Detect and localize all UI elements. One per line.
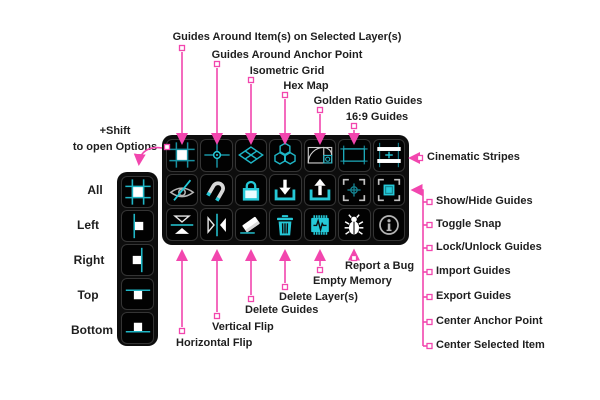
hex-map-icon bbox=[274, 142, 297, 166]
guides-right-icon bbox=[132, 247, 143, 273]
strip-label-right: Right bbox=[73, 253, 105, 267]
tool-empty-memory-button[interactable] bbox=[303, 208, 337, 241]
annotation-lock-unlock: Lock/Unlock Guides bbox=[436, 241, 542, 253]
tool-vertical-flip-button[interactable] bbox=[200, 208, 233, 241]
option-all-button[interactable] bbox=[121, 176, 154, 208]
annotation-show-hide: Show/Hide Guides bbox=[436, 195, 533, 207]
annotation-isometric-grid: Isometric Grid bbox=[249, 65, 325, 77]
annotation-horizontal-flip: Horizontal Flip bbox=[176, 337, 253, 349]
tool-toggle-snap-button[interactable] bbox=[200, 173, 233, 207]
horizontal-flip-icon bbox=[170, 215, 194, 234]
lock-icon bbox=[242, 180, 260, 201]
guides-bottom-icon bbox=[125, 322, 150, 333]
tool-report-bug-button[interactable] bbox=[338, 208, 371, 241]
annotation-center-anchor: Center Anchor Point bbox=[436, 315, 543, 327]
shift-note-line2: to open Options bbox=[72, 141, 158, 153]
options-strip bbox=[117, 172, 158, 346]
tool-guides-around-item-button[interactable] bbox=[166, 139, 199, 172]
eye-slash-icon bbox=[169, 179, 195, 201]
annotation-delete-layers: Delete Layer(s) bbox=[279, 291, 358, 303]
annotation-report-bug: Report a Bug bbox=[345, 260, 415, 272]
tool-cinematic-stripes-button[interactable] bbox=[372, 139, 405, 172]
guides-all-icon bbox=[124, 179, 151, 205]
guides-top-icon bbox=[125, 289, 150, 300]
shift-note-line1: +Shift bbox=[99, 125, 131, 137]
guides-left-icon bbox=[132, 213, 143, 239]
tool-center-anchor-button[interactable] bbox=[338, 173, 371, 207]
annotation-delete-guides: Delete Guides bbox=[245, 304, 319, 316]
trash-icon bbox=[277, 214, 294, 235]
tool-info-button[interactable] bbox=[372, 208, 405, 241]
annotation-guides-around-anchor: Guides Around Anchor Point bbox=[211, 49, 363, 61]
annotation-cinematic-stripes: Cinematic Stripes bbox=[427, 151, 520, 163]
info-icon bbox=[378, 214, 399, 235]
eraser-icon bbox=[240, 216, 260, 234]
tool-isometric-grid-button[interactable] bbox=[234, 139, 268, 172]
strip-label-top: Top bbox=[77, 288, 99, 302]
tool-import-guides-button[interactable] bbox=[269, 173, 302, 207]
tool-horizontal-flip-button[interactable] bbox=[166, 208, 199, 241]
bug-icon bbox=[344, 213, 364, 235]
tool-delete-guides-button[interactable] bbox=[234, 208, 268, 241]
isometric-grid-icon bbox=[238, 146, 265, 165]
tool-golden-ratio-button[interactable] bbox=[303, 139, 337, 172]
center-item-icon bbox=[377, 178, 400, 202]
option-top-button[interactable] bbox=[121, 278, 154, 310]
memory-chip-icon bbox=[311, 214, 329, 235]
annotation-toggle-snap: Toggle Snap bbox=[436, 218, 502, 230]
strip-label-bottom: Bottom bbox=[71, 323, 113, 337]
tool-16-9-guides-button[interactable] bbox=[338, 139, 371, 172]
tool-export-guides-button[interactable] bbox=[303, 173, 337, 207]
tool-lock-unlock-button[interactable] bbox=[234, 173, 268, 207]
magnet-icon bbox=[205, 181, 225, 202]
cinematic-stripes-icon bbox=[377, 143, 401, 168]
option-right-button[interactable] bbox=[121, 244, 154, 276]
annotation-export-guides: Export Guides bbox=[436, 290, 512, 302]
tool-hex-map-button[interactable] bbox=[269, 139, 302, 172]
strip-label-all: All bbox=[87, 183, 103, 197]
annotation-import-guides: Import Guides bbox=[436, 265, 511, 277]
golden-ratio-icon bbox=[307, 147, 333, 164]
annotation-vertical-flip: Vertical Flip bbox=[212, 321, 274, 333]
tool-show-hide-guides-button[interactable] bbox=[166, 173, 199, 207]
annotation-hex-map: Hex Map bbox=[283, 80, 329, 92]
option-bottom-button[interactable] bbox=[121, 312, 154, 344]
tool-guides-around-anchor-button[interactable] bbox=[200, 139, 233, 172]
annotation-golden-ratio: Golden Ratio Guides bbox=[313, 95, 423, 107]
option-left-button[interactable] bbox=[121, 210, 154, 242]
import-icon bbox=[275, 179, 296, 201]
vertical-flip-icon bbox=[207, 213, 226, 236]
strip-label-left: Left bbox=[77, 218, 99, 232]
annotation-center-item: Center Selected Item bbox=[436, 339, 545, 351]
16-9-guides-icon bbox=[340, 145, 368, 165]
toolbar-panel bbox=[162, 135, 409, 245]
annotation-empty-memory: Empty Memory bbox=[313, 275, 392, 287]
guides-around-item-icon bbox=[169, 142, 195, 168]
guides-around-anchor-icon bbox=[203, 142, 230, 168]
annotation-guides-around-item: Guides Around Item(s) on Selected Layer(… bbox=[172, 31, 402, 43]
tool-center-item-button[interactable] bbox=[372, 173, 405, 207]
annotation-16-9: 16:9 Guides bbox=[345, 111, 409, 123]
tool-delete-layers-button[interactable] bbox=[269, 208, 302, 241]
export-icon bbox=[309, 178, 331, 201]
center-anchor-icon bbox=[343, 178, 366, 202]
